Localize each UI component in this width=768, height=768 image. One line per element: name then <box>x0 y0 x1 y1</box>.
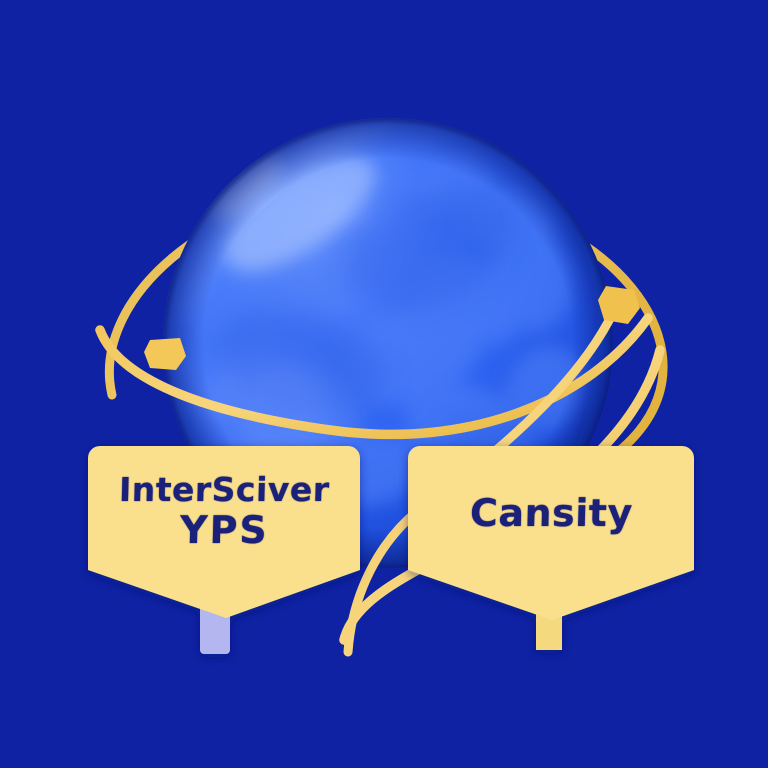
pin-banner-interserver[interactable]: InterSciver YPS <box>88 446 360 582</box>
banner-right-line-1: Cansity <box>469 491 633 536</box>
banner-left-line-2: YPS <box>179 508 269 553</box>
banner-right-shape <box>408 446 694 620</box>
banner-left-line-1: InterSciver <box>118 470 330 510</box>
orbit-node-left <box>144 338 186 370</box>
pin-banner-cansity[interactable]: Cansity <box>408 446 694 582</box>
orbit-node-right <box>598 286 640 324</box>
banner-left-shape <box>88 446 360 618</box>
banner-shapes <box>88 446 694 654</box>
orbit-nodes <box>144 286 640 370</box>
